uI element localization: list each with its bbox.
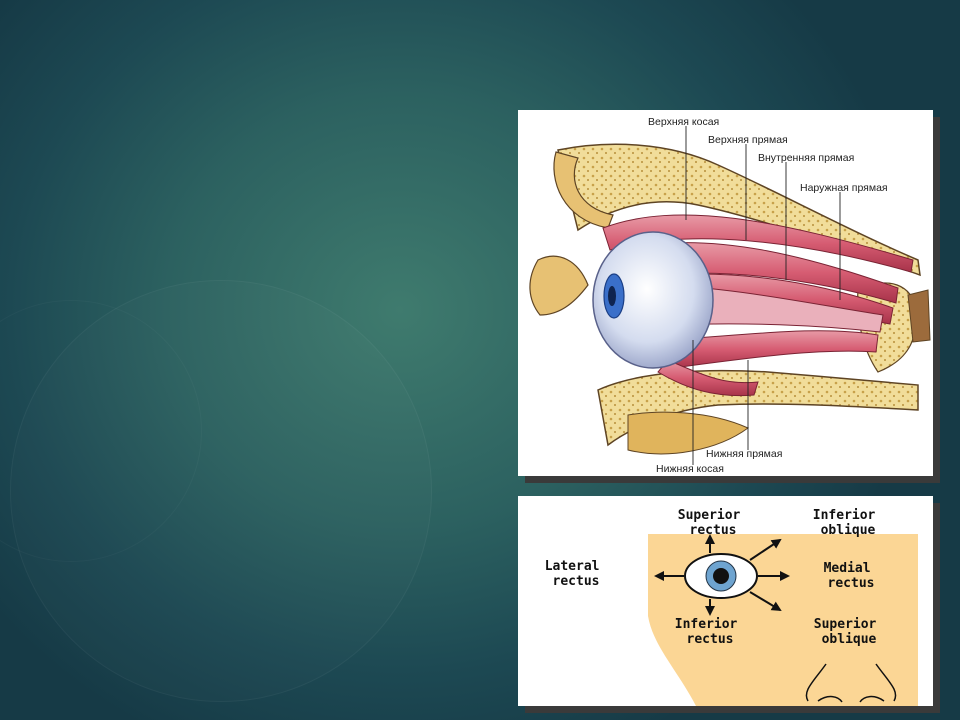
label-inferior-oblique: Нижняя косая — [656, 463, 724, 475]
label-superior-oblique: Superior oblique — [814, 617, 884, 647]
decorative-circle — [10, 280, 432, 702]
eye-muscles-anatomy-figure: Верхняя косая Верхняя прямая Внутренняя … — [518, 110, 933, 476]
decorative-circle — [0, 300, 202, 562]
label-medial-rectus: Medial rectus — [824, 561, 879, 591]
eye-movement-directions-figure: Superior rectus Inferior oblique Lateral… — [518, 496, 933, 706]
superior-oblique-muscle — [602, 214, 914, 273]
pupil — [608, 286, 616, 306]
frontal-bone — [553, 151, 614, 229]
label-medial-rectus: Внутренняя прямая — [758, 152, 854, 164]
eye-movement-diagram: Superior rectus Inferior oblique Lateral… — [545, 508, 918, 706]
eye-anatomy-illustration: Верхняя косая Верхняя прямая Внутренняя … — [529, 116, 931, 475]
label-inferior-rectus: Нижняя прямая — [706, 448, 782, 460]
label-superior-oblique: Верхняя косая — [648, 116, 719, 128]
eyeball — [592, 231, 714, 369]
label-superior-rectus: Superior rectus — [678, 508, 748, 538]
label-inferior-rectus: Inferior rectus — [675, 617, 745, 647]
movement-arrows — [654, 534, 790, 616]
nasal-bone — [529, 255, 589, 316]
label-lateral-rectus: Lateral rectus — [545, 559, 608, 589]
nose-sketch — [805, 663, 897, 703]
label-inferior-oblique: Inferior oblique — [813, 508, 883, 538]
leader-lines — [685, 126, 841, 465]
lower-orbit-bone — [597, 369, 919, 447]
inferior-oblique-muscle — [657, 359, 759, 397]
inferior-rectus-muscle — [667, 330, 879, 369]
eye-pupil — [713, 568, 729, 584]
optic-canal — [907, 289, 931, 343]
lateral-rectus-muscle — [667, 284, 884, 333]
label-lateral-rectus: Наружная прямая — [800, 182, 888, 194]
label-superior-rectus: Верхняя прямая — [708, 134, 788, 146]
